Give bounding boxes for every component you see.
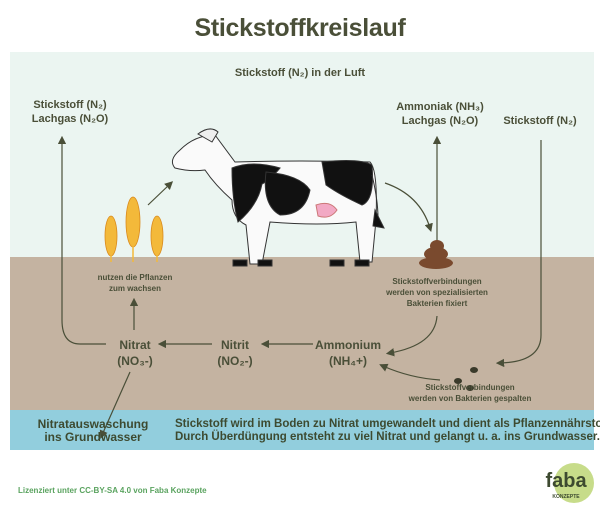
note-line: zum wachsen [108,284,161,293]
license-text: Lizenziert unter CC-BY-SA 4.0 von Faba K… [18,486,207,495]
middle-gases: Ammoniak (NH₃) Lachgas (N₂O) [380,100,500,128]
text-line: ins Grundwasser [44,430,142,444]
text-line: Stickstoff wird im Boden zu Nitrat umgew… [175,418,600,430]
compound-name: Nitrit [221,338,249,352]
compound-formula: (NO₂-) [217,354,253,368]
note-line: werden von spezialisierten [386,288,488,297]
wheat-icon [104,196,164,262]
gas-label: Ammoniak (NH₃) [396,101,484,113]
fixation-note: Stickstoffverbindungen werden von spezia… [372,276,502,309]
air-label: Stickstoff (N₂) in der Luft [234,67,366,79]
arrow-cow-poop [384,182,433,233]
arrow-plants-cow [147,181,174,206]
nitrit-node: Nitrit (NO₂-) [205,337,265,369]
ammonium-node: Ammonium (NH₄+) [308,337,388,369]
note-line: nutzen die Pflanzen [97,273,173,282]
explanation-text: Stickstoff wird im Boden zu Nitrat umgew… [175,418,600,444]
gas-label: Stickstoff (N₂) [33,99,107,111]
text-line: Nitratauswaschung [37,417,149,431]
gas-label: Lachgas (N₂O) [31,113,109,125]
note-line: Stickstoffverbindungen [425,383,515,392]
leaching-label: Nitratauswaschung ins Grundwasser [33,418,153,444]
compound-formula: (NO₃-) [117,354,153,368]
note-line: Stickstoffverbindungen [392,277,482,286]
arrow-nitrat-water [99,371,131,439]
cow-icon [171,128,385,267]
faba-logo: faba KONZEPTE [545,463,594,503]
page-title: Stickstoffkreislauf [194,14,406,42]
decomposition-note: Stickstoffverbindungen werden von Bakter… [400,382,540,404]
bacteria-icon [454,367,478,391]
svg-text:faba: faba [545,470,587,492]
gas-label: Lachgas (N₂O) [401,115,479,127]
compound-name: Ammonium [315,338,381,352]
compound-formula: (NH₄+) [328,354,368,368]
soil-zone [10,257,594,410]
manure-icon [419,240,453,269]
text-line: Durch Überdüngung entsteht zu viel Nitra… [175,431,600,443]
note-line: werden von Bakterien gespalten [408,394,532,403]
arrow-fixation-ammonium [385,315,438,357]
note-line: Bakterien fixiert [406,299,468,308]
left-gases: Stickstoff (N₂) Lachgas (N₂O) [20,98,120,126]
svg-text:KONZEPTE: KONZEPTE [552,494,580,500]
arrow-right-down [495,140,542,368]
arrow-bacteria-ammonium [379,363,441,381]
compound-name: Nitrat [119,338,151,352]
arrow-left-up [57,135,106,345]
nitrat-node: Nitrat (NO₃-) [105,337,165,369]
plants-note: nutzen die Pflanzen zum wachsen [80,272,190,294]
right-gas: Stickstoff (N₂) [503,115,577,127]
